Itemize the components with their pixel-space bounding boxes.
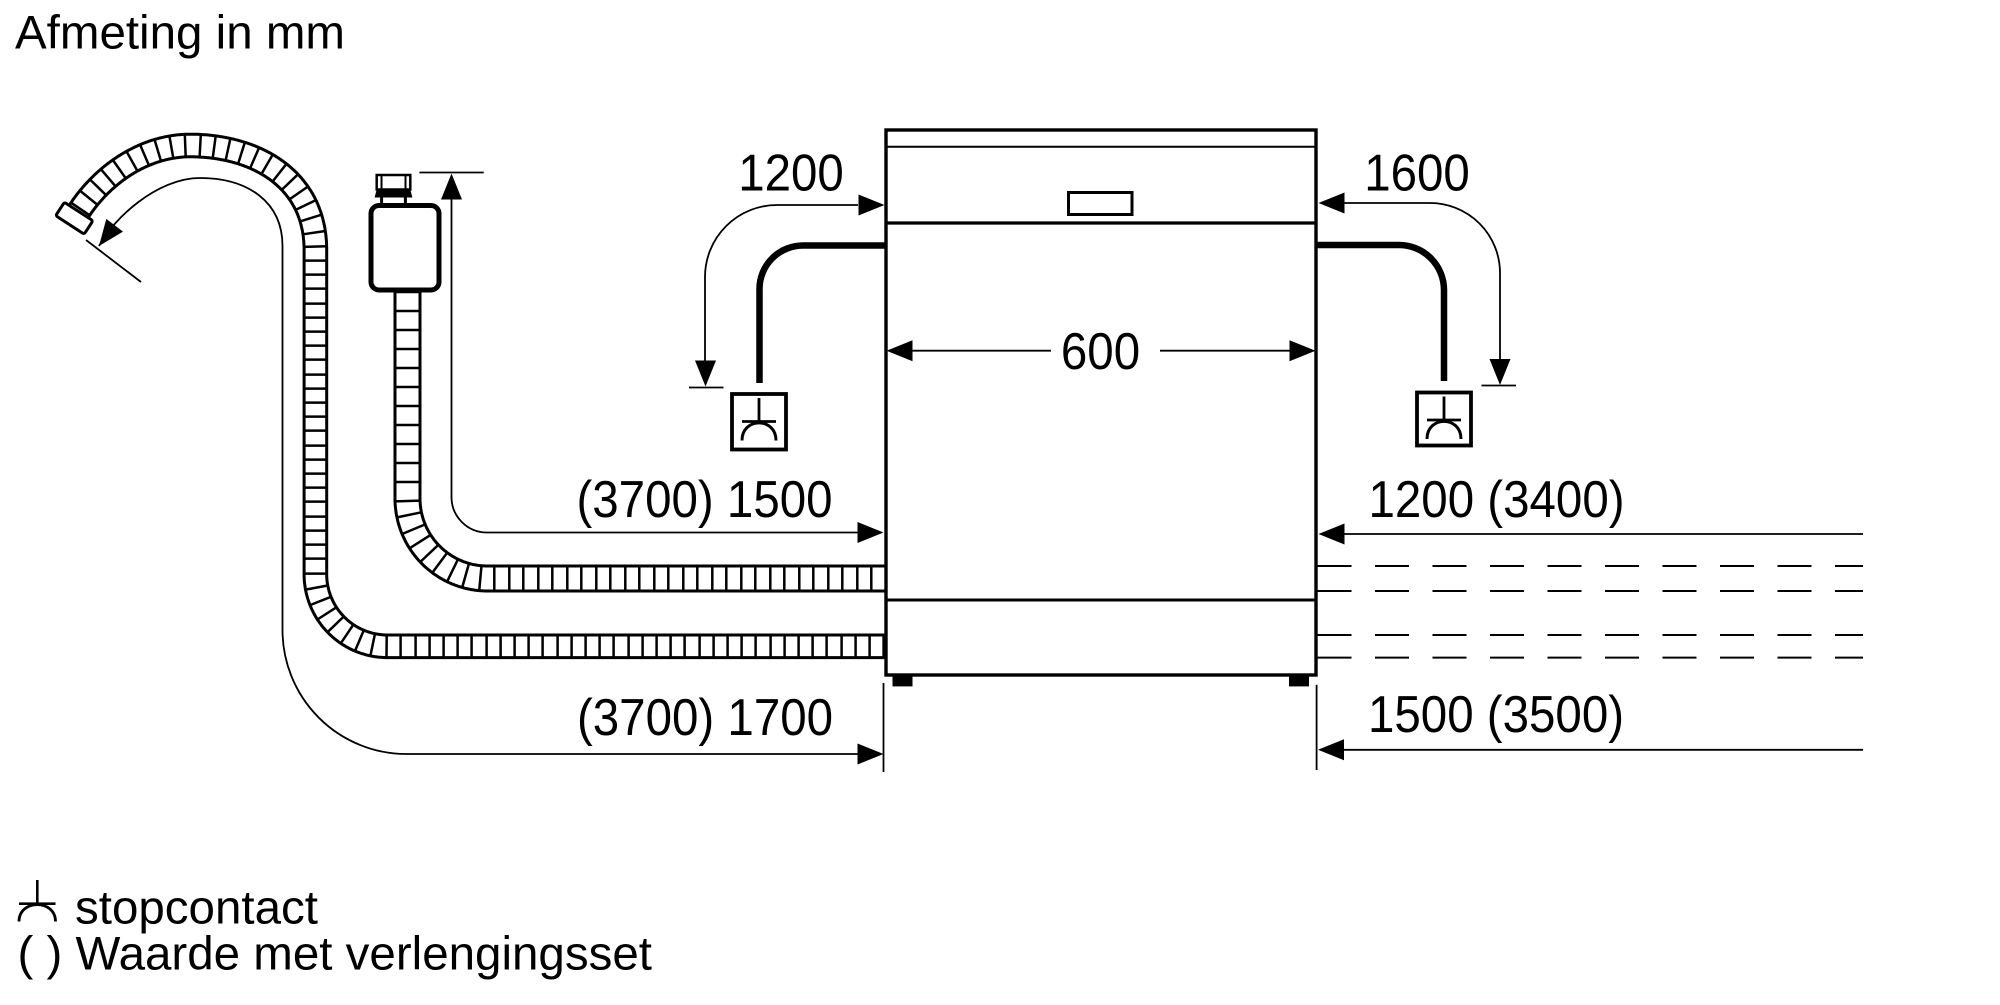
svg-text:1200: 1200 (738, 144, 844, 202)
svg-text:600: 600 (1061, 322, 1140, 380)
svg-text:( ) Waarde met verlengingsset: ( ) Waarde met verlengingsset (18, 928, 652, 981)
svg-text:1200 (3400): 1200 (3400) (1368, 470, 1624, 528)
svg-text:Afmeting in mm: Afmeting in mm (15, 7, 345, 60)
svg-text:stopcontact: stopcontact (75, 882, 318, 935)
svg-text:(3700) 1700: (3700) 1700 (577, 688, 833, 746)
svg-text:1600: 1600 (1364, 144, 1470, 202)
svg-text:1500 (3500): 1500 (3500) (1368, 685, 1624, 743)
svg-text:(3700) 1500: (3700) 1500 (576, 470, 832, 528)
